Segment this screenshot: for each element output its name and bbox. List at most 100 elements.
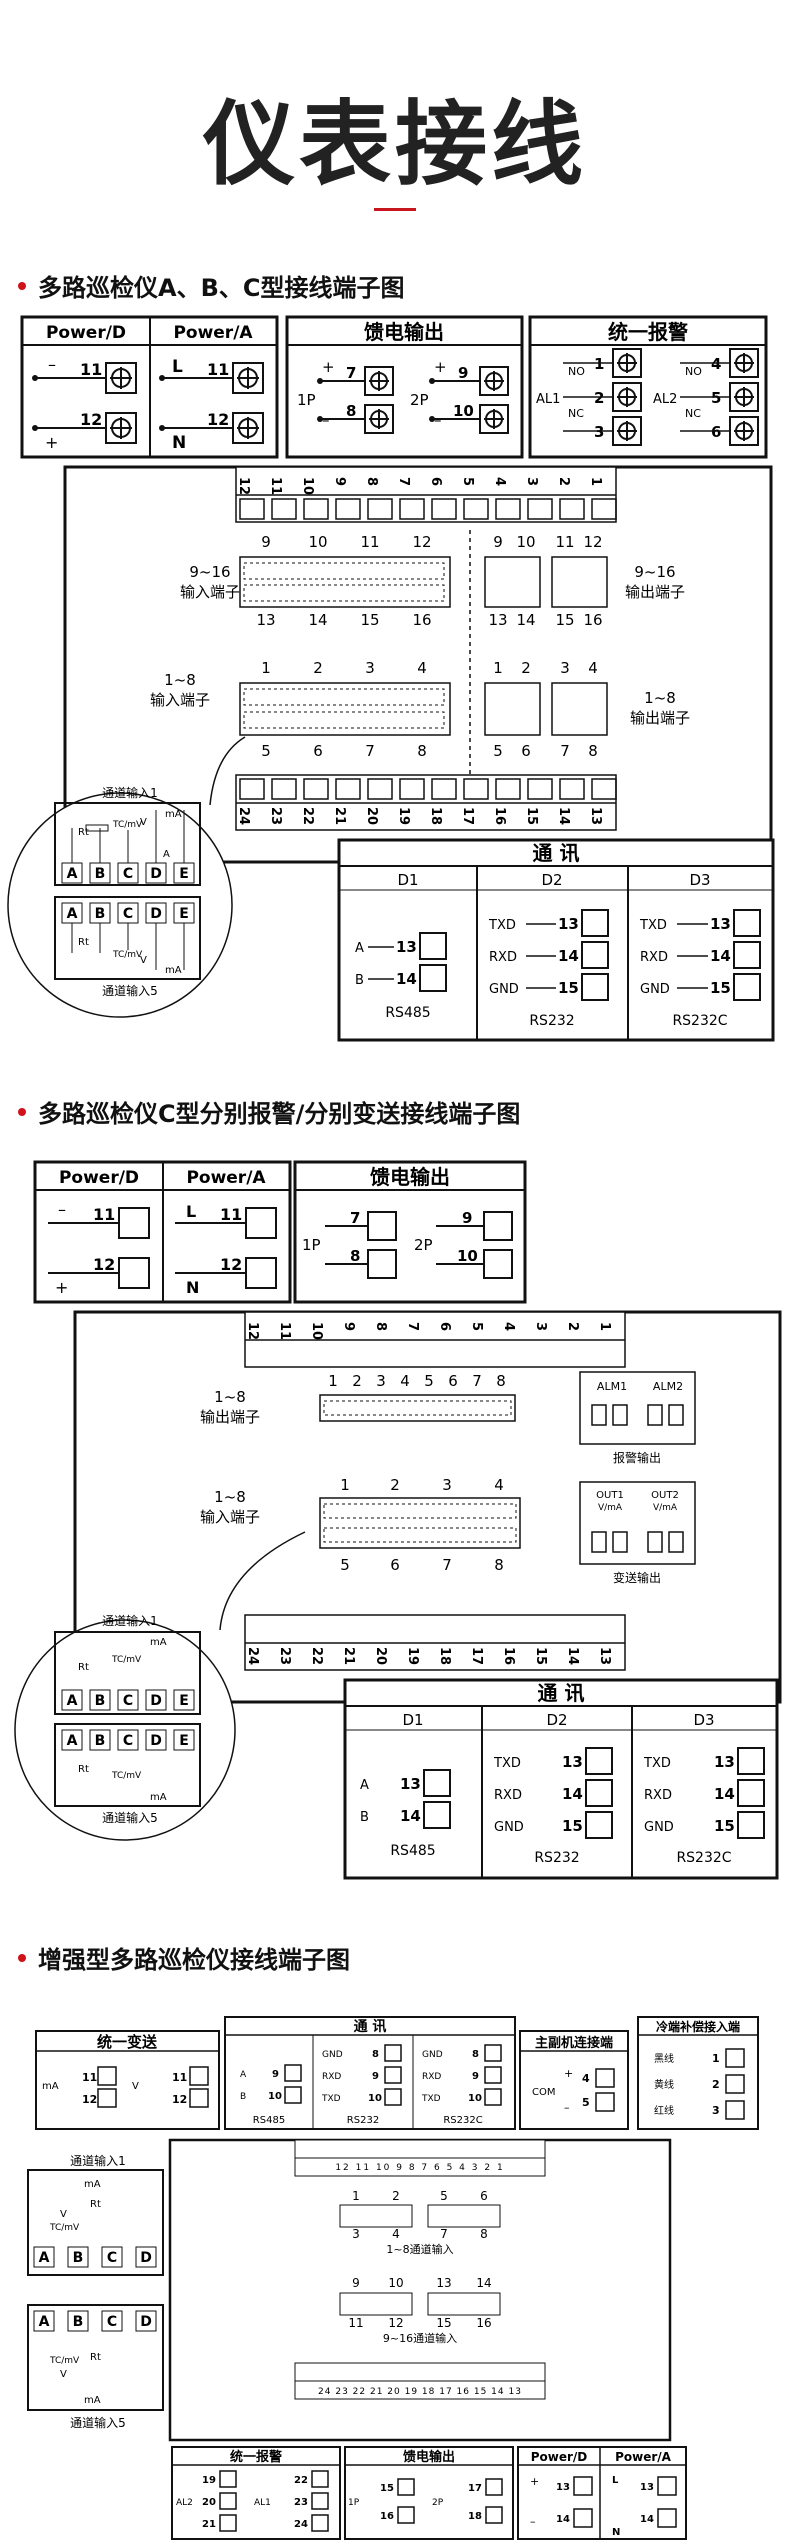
comm-title: 通 讯: [538, 1681, 585, 1705]
title-underline: [374, 208, 416, 211]
svg-text:13: 13: [558, 915, 579, 933]
svg-text:5: 5: [469, 1322, 484, 1331]
svg-text:1: 1: [352, 2189, 360, 2203]
svg-text:11: 11: [348, 2316, 363, 2330]
svg-text:L: L: [186, 1202, 196, 1221]
svg-text:14: 14: [710, 947, 731, 965]
svg-text:10: 10: [453, 402, 474, 420]
svg-text:+: +: [434, 358, 447, 376]
svg-text:A: A: [67, 1693, 78, 1709]
svg-text:8: 8: [417, 742, 427, 760]
top-terminal-strip: 12 11 10 9 8 7 6 5 4 3 2 1: [235, 466, 617, 523]
svg-text:B: B: [95, 1733, 106, 1749]
alarm-output-label: 报警输出: [613, 1450, 661, 1465]
svg-text:12: 12: [207, 410, 229, 429]
svg-text:mA: mA: [84, 2179, 101, 2190]
svg-text:14: 14: [308, 611, 327, 629]
svg-text:14: 14: [400, 1807, 421, 1825]
svg-text:13: 13: [556, 2482, 570, 2493]
svg-text:11: 11: [555, 533, 574, 551]
svg-text:2: 2: [352, 1372, 362, 1390]
svg-text:18: 18: [468, 2511, 482, 2522]
svg-text:17: 17: [460, 807, 475, 825]
svg-text:1: 1: [493, 659, 503, 677]
svg-text:TXD: TXD: [643, 1756, 671, 1771]
svg-text:10: 10: [516, 533, 535, 551]
txd-label: TXD: [488, 918, 516, 933]
svg-text:2P: 2P: [414, 1236, 433, 1254]
svg-text:19: 19: [405, 1647, 420, 1665]
svg-text:16: 16: [492, 807, 507, 825]
svg-text:12: 12: [388, 2316, 403, 2330]
svg-text:A: A: [355, 941, 364, 956]
svg-text:16: 16: [583, 611, 602, 629]
svg-text:3: 3: [376, 1372, 386, 1390]
svg-text:TXD: TXD: [421, 2094, 441, 2104]
svg-text:3: 3: [442, 1476, 452, 1494]
svg-text:Rt: Rt: [90, 2199, 101, 2210]
svg-text:1: 1: [340, 1476, 350, 1494]
svg-text:GND: GND: [322, 2050, 343, 2060]
svg-text:4: 4: [582, 2072, 590, 2085]
svg-text:7: 7: [440, 2227, 448, 2241]
svg-text:2: 2: [392, 2189, 400, 2203]
svg-text:6: 6: [448, 1372, 458, 1390]
svg-text:24: 24: [236, 807, 251, 825]
svg-text:TXD: TXD: [321, 2094, 341, 2104]
svg-text:10: 10: [300, 477, 315, 495]
svg-text:RS232: RS232: [534, 1850, 579, 1866]
svg-text:mA: mA: [150, 1637, 167, 1648]
svg-text:11: 11: [82, 2071, 97, 2084]
svg-text:+: +: [45, 433, 58, 452]
svg-text:9: 9: [332, 477, 347, 486]
svg-text:V: V: [140, 817, 147, 828]
svg-text:15: 15: [524, 807, 539, 825]
svg-text:10: 10: [368, 2093, 382, 2104]
svg-text:NC: NC: [685, 407, 701, 420]
svg-text:9: 9: [493, 533, 503, 551]
svg-text:10: 10: [308, 533, 327, 551]
svg-text:9: 9: [352, 2276, 360, 2290]
svg-text:8: 8: [472, 2049, 479, 2060]
svg-text:1~8: 1~8: [644, 689, 676, 707]
gnd-label: GND: [489, 982, 519, 997]
svg-text:2: 2: [565, 1322, 580, 1331]
svg-text:14: 14: [396, 970, 417, 988]
svg-text:1: 1: [712, 2052, 720, 2065]
svg-text:B: B: [240, 2092, 246, 2102]
svg-text:Rt: Rt: [78, 937, 89, 948]
power-a-label: Power/A: [615, 2450, 672, 2464]
svg-text:13: 13: [710, 915, 731, 933]
svg-text:15: 15: [562, 1817, 583, 1835]
svg-text:D: D: [150, 1693, 162, 1709]
input-terminal-label: 输入端子: [200, 1508, 260, 1526]
svg-text:19: 19: [396, 807, 411, 825]
svg-text:13: 13: [714, 1753, 735, 1771]
svg-text:5: 5: [711, 389, 721, 407]
cold-junction-title: 冷端补偿接入端: [656, 2019, 740, 2034]
svg-text:NC: NC: [568, 407, 584, 420]
svg-text:5: 5: [440, 2189, 448, 2203]
svg-text:12: 12: [412, 533, 431, 551]
d1-label: D1: [397, 871, 418, 889]
svg-text:13: 13: [640, 2482, 654, 2493]
svg-text:1: 1: [328, 1372, 338, 1390]
svg-text:C: C: [107, 2314, 117, 2330]
svg-text:13: 13: [396, 938, 417, 956]
svg-text:15: 15: [533, 1647, 548, 1665]
svg-text:12: 12: [583, 533, 602, 551]
svg-text:V: V: [132, 2081, 139, 2092]
svg-text:D: D: [150, 906, 162, 922]
svg-text:11: 11: [172, 2071, 187, 2084]
svg-text:E: E: [179, 906, 189, 922]
svg-text:17: 17: [469, 1647, 484, 1665]
svg-text:TC/mV: TC/mV: [112, 820, 143, 830]
svg-text:6: 6: [480, 2189, 488, 2203]
